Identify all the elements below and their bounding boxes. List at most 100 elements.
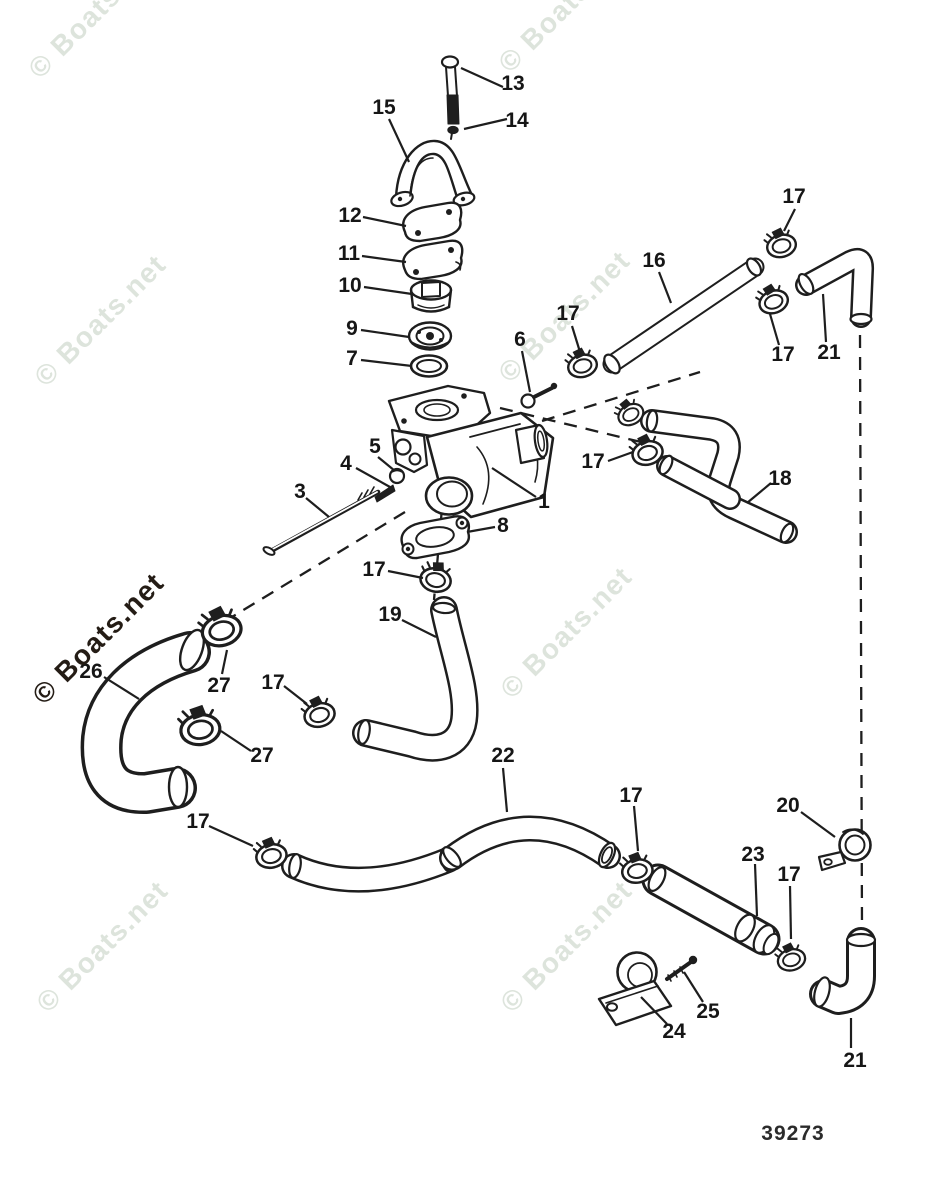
svg-text:15: 15 bbox=[372, 96, 396, 119]
svg-text:3: 3 bbox=[294, 480, 306, 503]
callout-26: 26 bbox=[79, 660, 140, 700]
part-16-hose bbox=[602, 257, 765, 375]
svg-text:27: 27 bbox=[250, 744, 273, 767]
part-17-clamp bbox=[416, 557, 456, 596]
svg-text:16: 16 bbox=[642, 249, 665, 272]
callout-17-h: 17 bbox=[619, 784, 643, 852]
svg-text:26: 26 bbox=[79, 660, 102, 683]
svg-text:17: 17 bbox=[777, 863, 800, 886]
part-25-screw bbox=[665, 955, 698, 982]
svg-text:17: 17 bbox=[362, 558, 385, 581]
part-22-hose bbox=[439, 815, 621, 871]
part-21-hose-bottom bbox=[809, 927, 877, 1015]
callout-15: 15 bbox=[372, 96, 410, 163]
callout-8: 8 bbox=[466, 514, 509, 537]
callout-4: 4 bbox=[340, 452, 391, 488]
callout-21-a: 21 bbox=[817, 293, 841, 364]
part-17-clamp bbox=[298, 691, 339, 732]
callout-27-a: 27 bbox=[207, 649, 231, 697]
callout-1: 1 bbox=[491, 467, 550, 513]
part-20-p-clamp bbox=[817, 828, 872, 872]
hose-segment bbox=[281, 847, 461, 893]
watermark-text: © Boats.net bbox=[492, 0, 636, 78]
part-7-gasket-ring bbox=[409, 354, 449, 378]
svg-text:11: 11 bbox=[338, 242, 361, 265]
callout-17-c: 17 bbox=[768, 313, 795, 366]
part-19-hose bbox=[352, 596, 479, 762]
callout-20: 20 bbox=[776, 794, 836, 838]
svg-text:6: 6 bbox=[514, 328, 526, 351]
svg-text:4: 4 bbox=[340, 452, 352, 475]
callout-5: 5 bbox=[369, 435, 396, 472]
part-12-cover-plate bbox=[402, 201, 463, 243]
svg-text:17: 17 bbox=[581, 450, 604, 473]
callout-10: 10 bbox=[338, 274, 413, 297]
callout-17-d: 17 bbox=[362, 558, 424, 581]
watermark-text: © Boats.net bbox=[28, 248, 172, 392]
svg-text:20: 20 bbox=[776, 794, 799, 817]
callout-24: 24 bbox=[640, 996, 686, 1043]
part-8-gasket bbox=[400, 515, 471, 560]
svg-text:13: 13 bbox=[501, 72, 524, 95]
svg-text:14: 14 bbox=[505, 109, 529, 132]
callout-19: 19 bbox=[378, 603, 437, 638]
part-27-clamp bbox=[175, 701, 224, 749]
callout-17-g: 17 bbox=[186, 810, 254, 848]
callout-11: 11 bbox=[338, 242, 407, 265]
part-14-washer bbox=[447, 125, 459, 140]
part-9-thermostat bbox=[407, 321, 453, 351]
svg-text:12: 12 bbox=[338, 204, 361, 227]
part-23-fitting bbox=[641, 863, 781, 956]
callout-27-b: 27 bbox=[220, 730, 274, 767]
callout-16: 16 bbox=[642, 249, 673, 304]
part-1-thermostat-housing bbox=[387, 384, 555, 519]
svg-text:25: 25 bbox=[696, 1000, 720, 1023]
part-5-plug bbox=[388, 467, 406, 485]
callout-13: 13 bbox=[460, 66, 525, 95]
callout-17-a: 17 bbox=[556, 302, 582, 353]
svg-text:17: 17 bbox=[619, 784, 642, 807]
callout-12: 12 bbox=[338, 204, 407, 228]
svg-text:17: 17 bbox=[261, 671, 284, 694]
part-17-clamp bbox=[752, 278, 793, 319]
callout-6: 6 bbox=[514, 328, 532, 393]
part-15-bracket bbox=[390, 139, 476, 208]
callout-17-i: 17 bbox=[777, 863, 801, 940]
part-6-check-ball bbox=[520, 382, 558, 409]
part-11-cover-plate bbox=[402, 239, 464, 281]
watermark-text: © Boats.net bbox=[22, 0, 166, 84]
callout-22: 22 bbox=[491, 744, 515, 813]
callouts: 13 14 15 12 11 10 9 7 6 17 16 17 17 21 1… bbox=[79, 66, 867, 1072]
part-3-stud bbox=[262, 486, 381, 556]
svg-text:24: 24 bbox=[662, 1020, 686, 1043]
svg-text:9: 9 bbox=[346, 317, 358, 340]
callout-3: 3 bbox=[294, 480, 330, 518]
callout-14: 14 bbox=[463, 109, 529, 132]
callout-7: 7 bbox=[346, 347, 413, 370]
callout-17-e: 17 bbox=[581, 450, 634, 473]
callout-21-b: 21 bbox=[843, 1018, 867, 1072]
svg-text:22: 22 bbox=[491, 744, 514, 767]
svg-text:23: 23 bbox=[741, 843, 764, 866]
svg-text:7: 7 bbox=[346, 347, 358, 370]
diagram-number: 39273 bbox=[761, 1122, 824, 1145]
callout-17-f: 17 bbox=[261, 671, 308, 705]
part-10-sleeve bbox=[409, 279, 453, 313]
part-13-bolt bbox=[440, 55, 460, 125]
svg-text:19: 19 bbox=[378, 603, 401, 626]
part-17-clamp bbox=[562, 343, 601, 382]
svg-text:21: 21 bbox=[817, 341, 841, 364]
part-4-threaded-tip bbox=[374, 484, 396, 503]
svg-text:17: 17 bbox=[556, 302, 579, 325]
svg-text:27: 27 bbox=[207, 674, 230, 697]
svg-text:8: 8 bbox=[497, 514, 509, 537]
svg-text:5: 5 bbox=[369, 435, 381, 458]
part-17-clamp bbox=[761, 223, 800, 262]
part-26-hose bbox=[80, 628, 211, 814]
callout-9: 9 bbox=[346, 317, 410, 340]
svg-text:21: 21 bbox=[843, 1049, 867, 1072]
watermark-text: © Boats.net bbox=[494, 560, 638, 704]
part-21-hose-top bbox=[795, 247, 875, 328]
